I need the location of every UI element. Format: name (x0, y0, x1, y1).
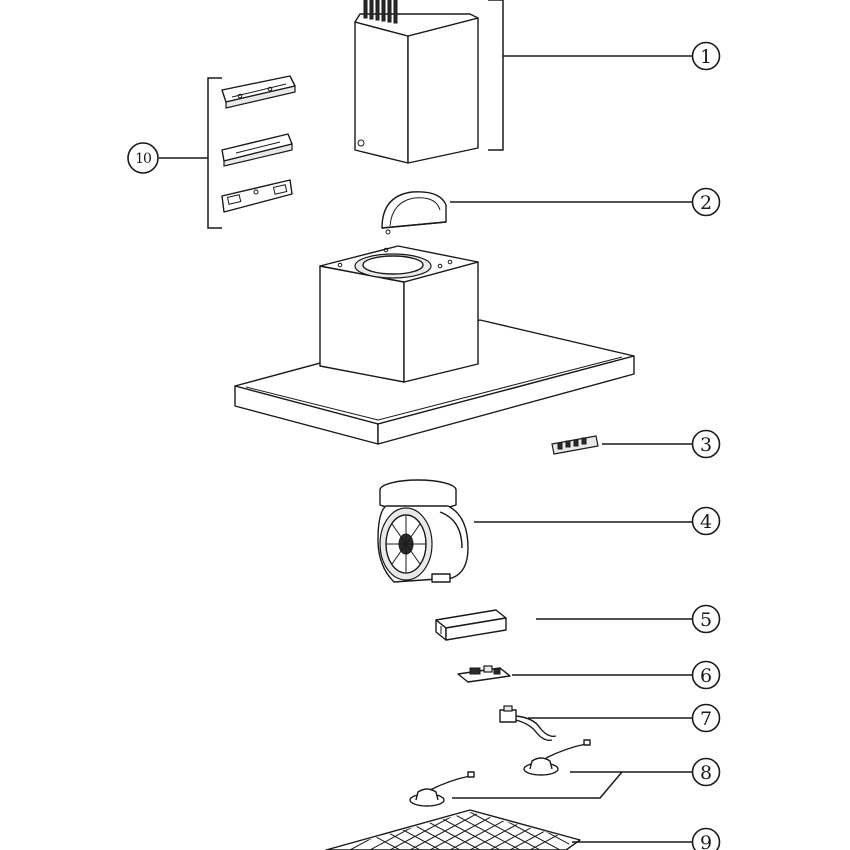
part-grease-filter (325, 809, 692, 850)
blower-fan-blades (386, 516, 426, 572)
part-mounting-brackets (159, 75, 296, 229)
chimney-vent-slots (363, 0, 398, 24)
callout-8: 8 (691, 757, 721, 787)
callout-1: 1 (691, 41, 721, 71)
callout-3-label: 3 (700, 434, 712, 456)
callout-5-label: 5 (700, 609, 712, 631)
callout-7: 7 (691, 703, 721, 733)
callout-6-label: 6 (700, 665, 712, 687)
part-duct-flap (381, 191, 692, 235)
callout-6: 6 (691, 660, 721, 690)
callout-2-label: 2 (700, 192, 712, 214)
callout-7-label: 7 (700, 708, 712, 730)
callout-5: 5 (691, 604, 721, 634)
callout-9-label: 9 (700, 832, 712, 850)
callout-4-label: 4 (700, 511, 712, 533)
part-chimney-cover (354, 0, 692, 164)
part-spot-lights (409, 739, 692, 807)
part-hood-body (234, 245, 635, 445)
callout-2: 2 (691, 187, 721, 217)
callout-3: 3 (691, 429, 721, 459)
callout-4: 4 (691, 506, 721, 536)
part-circuit-board (457, 665, 692, 683)
callout-1-label: 1 (700, 46, 712, 68)
callout-10: 10 (127, 142, 159, 174)
switch-buttons (557, 437, 587, 450)
callout-9: 9 (691, 827, 721, 850)
callout-10-label: 10 (135, 151, 151, 167)
callout-8-label: 8 (700, 762, 712, 784)
part-control-switch (551, 435, 692, 455)
part-blower-motor (377, 479, 692, 583)
part-lamp-connector (499, 705, 692, 742)
part-transformer-box (435, 609, 692, 641)
